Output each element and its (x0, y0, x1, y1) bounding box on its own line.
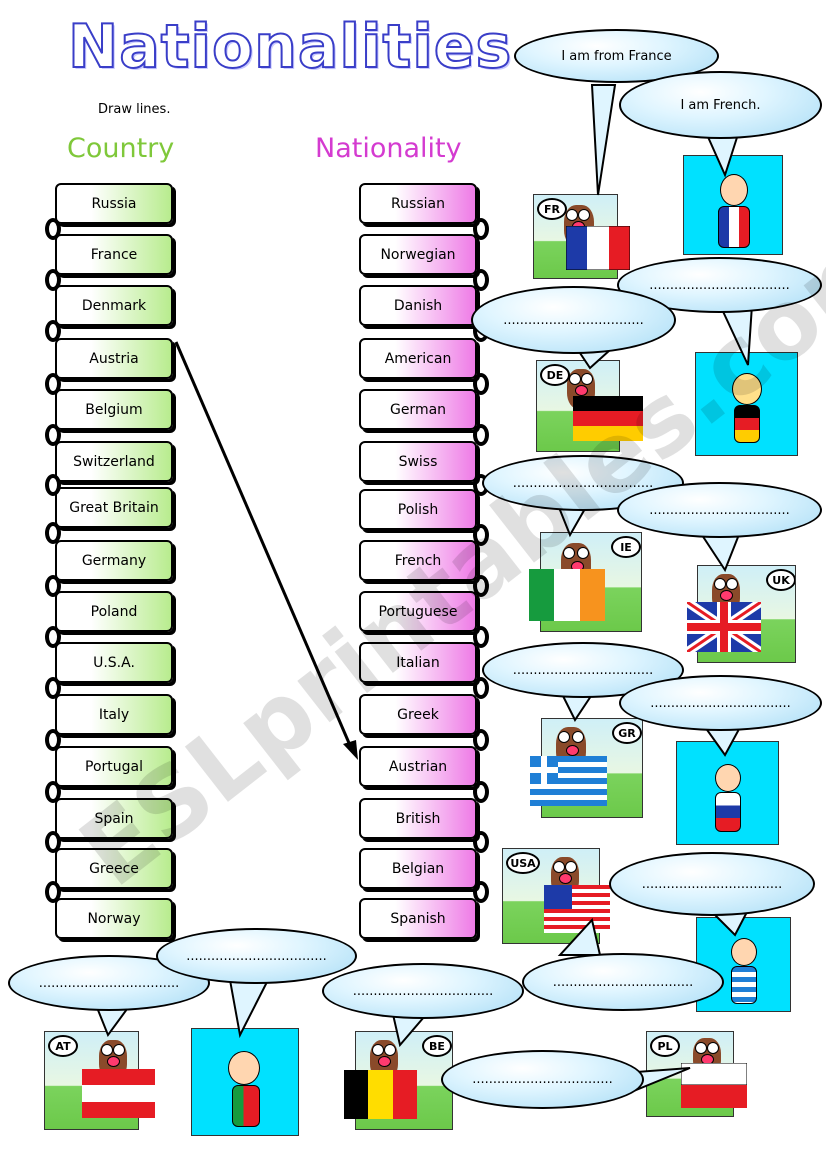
france-flag-icon (566, 226, 630, 270)
binder-ring (473, 575, 489, 597)
country-box[interactable]: Spain (55, 798, 173, 839)
country-box[interactable]: U.S.A. (55, 642, 173, 683)
binder-ring (45, 522, 61, 544)
binder-ring (473, 781, 489, 803)
flag-tag: DE (540, 364, 570, 386)
speech-bubble[interactable]: .................................. (322, 963, 524, 1019)
binder-ring (45, 474, 61, 496)
card-russian-boy (676, 741, 779, 845)
belgium-flag-icon (344, 1070, 417, 1119)
country-box[interactable]: Switzerland (55, 441, 173, 482)
binder-ring (45, 269, 61, 291)
binder-ring (473, 373, 489, 395)
speech-bubble: I am French. (619, 71, 822, 139)
nationality-box[interactable]: Danish (359, 285, 477, 326)
speech-bubble[interactable]: .................................. (619, 675, 822, 731)
poland-flag-icon (681, 1063, 747, 1108)
binder-ring (45, 373, 61, 395)
nationality-box[interactable]: French (359, 540, 477, 581)
country-header: Country (67, 133, 175, 164)
usa-flag-icon (544, 885, 610, 933)
instruction: Draw lines. (98, 102, 171, 117)
country-box[interactable]: Portugal (55, 746, 173, 787)
card-portuguese-boy (191, 1028, 299, 1136)
country-box[interactable]: Greece (55, 848, 173, 889)
speech-bubble[interactable]: .................................. (522, 953, 724, 1011)
card-french-boy (683, 155, 783, 255)
speech-bubble[interactable]: .................................. (471, 286, 676, 354)
country-box[interactable]: Great Britain (55, 487, 173, 528)
country-box[interactable]: France (55, 234, 173, 275)
country-box[interactable]: Austria (55, 338, 173, 379)
nationality-box[interactable]: Italian (359, 642, 477, 683)
binder-ring (473, 881, 489, 903)
binder-ring (45, 831, 61, 853)
nationality-box[interactable]: Spanish (359, 898, 477, 939)
binder-ring (45, 729, 61, 751)
nationality-box[interactable]: Swiss (359, 441, 477, 482)
binder-ring (45, 626, 61, 648)
nationality-box[interactable]: Norwegian (359, 234, 477, 275)
uk-flag-icon (687, 602, 761, 652)
binder-ring (473, 424, 489, 446)
nationality-box[interactable]: German (359, 389, 477, 430)
page-title: Nationalities (67, 11, 513, 83)
ireland-flag-icon (529, 569, 605, 621)
nationality-box[interactable]: Austrian (359, 746, 477, 787)
nationality-box[interactable]: Russian (359, 183, 477, 224)
nationality-box[interactable]: American (359, 338, 477, 379)
country-box[interactable]: Germany (55, 540, 173, 581)
binder-ring (45, 218, 61, 240)
card-german-girl (695, 352, 798, 456)
binder-ring (45, 575, 61, 597)
binder-ring (473, 831, 489, 853)
country-box[interactable]: Russia (55, 183, 173, 224)
country-box[interactable]: Denmark (55, 285, 173, 326)
flag-tag: BE (422, 1035, 452, 1057)
binder-ring (45, 424, 61, 446)
nationality-header: Nationality (315, 133, 462, 164)
speech-bubble[interactable]: .................................. (156, 928, 357, 984)
binder-ring (473, 729, 489, 751)
binder-ring (473, 524, 489, 546)
country-box[interactable]: Belgium (55, 389, 173, 430)
nationality-box[interactable]: British (359, 798, 477, 839)
speech-bubble[interactable]: .................................. (617, 482, 822, 538)
binder-ring (45, 677, 61, 699)
austria-flag-icon (82, 1069, 155, 1118)
nationality-box[interactable]: Portuguese (359, 591, 477, 632)
country-box[interactable]: Italy (55, 694, 173, 735)
speech-bubble[interactable]: .................................. (609, 852, 815, 916)
greece-flag-icon (530, 756, 607, 806)
flag-tag: UK (766, 569, 795, 591)
binder-ring (45, 881, 61, 903)
germany-flag-icon (573, 396, 643, 441)
card-greek-boy (696, 917, 791, 1012)
binder-ring (45, 781, 61, 803)
flag-tag: PL (650, 1035, 680, 1057)
flag-tag: FR (537, 198, 567, 220)
nationality-box[interactable]: Greek (359, 694, 477, 735)
binder-ring (473, 677, 489, 699)
binder-ring (473, 626, 489, 648)
binder-ring (45, 320, 61, 342)
flag-tag: IE (611, 536, 641, 558)
flag-tag: AT (48, 1035, 78, 1057)
speech-bubble[interactable]: .................................. (441, 1050, 644, 1109)
flag-tag: GR (612, 722, 642, 744)
country-box[interactable]: Norway (55, 898, 173, 939)
binder-ring (473, 218, 489, 240)
flag-tag: USA (506, 852, 540, 874)
country-box[interactable]: Poland (55, 591, 173, 632)
nationality-box[interactable]: Belgian (359, 848, 477, 889)
nationality-box[interactable]: Polish (359, 489, 477, 530)
binder-ring (473, 269, 489, 291)
